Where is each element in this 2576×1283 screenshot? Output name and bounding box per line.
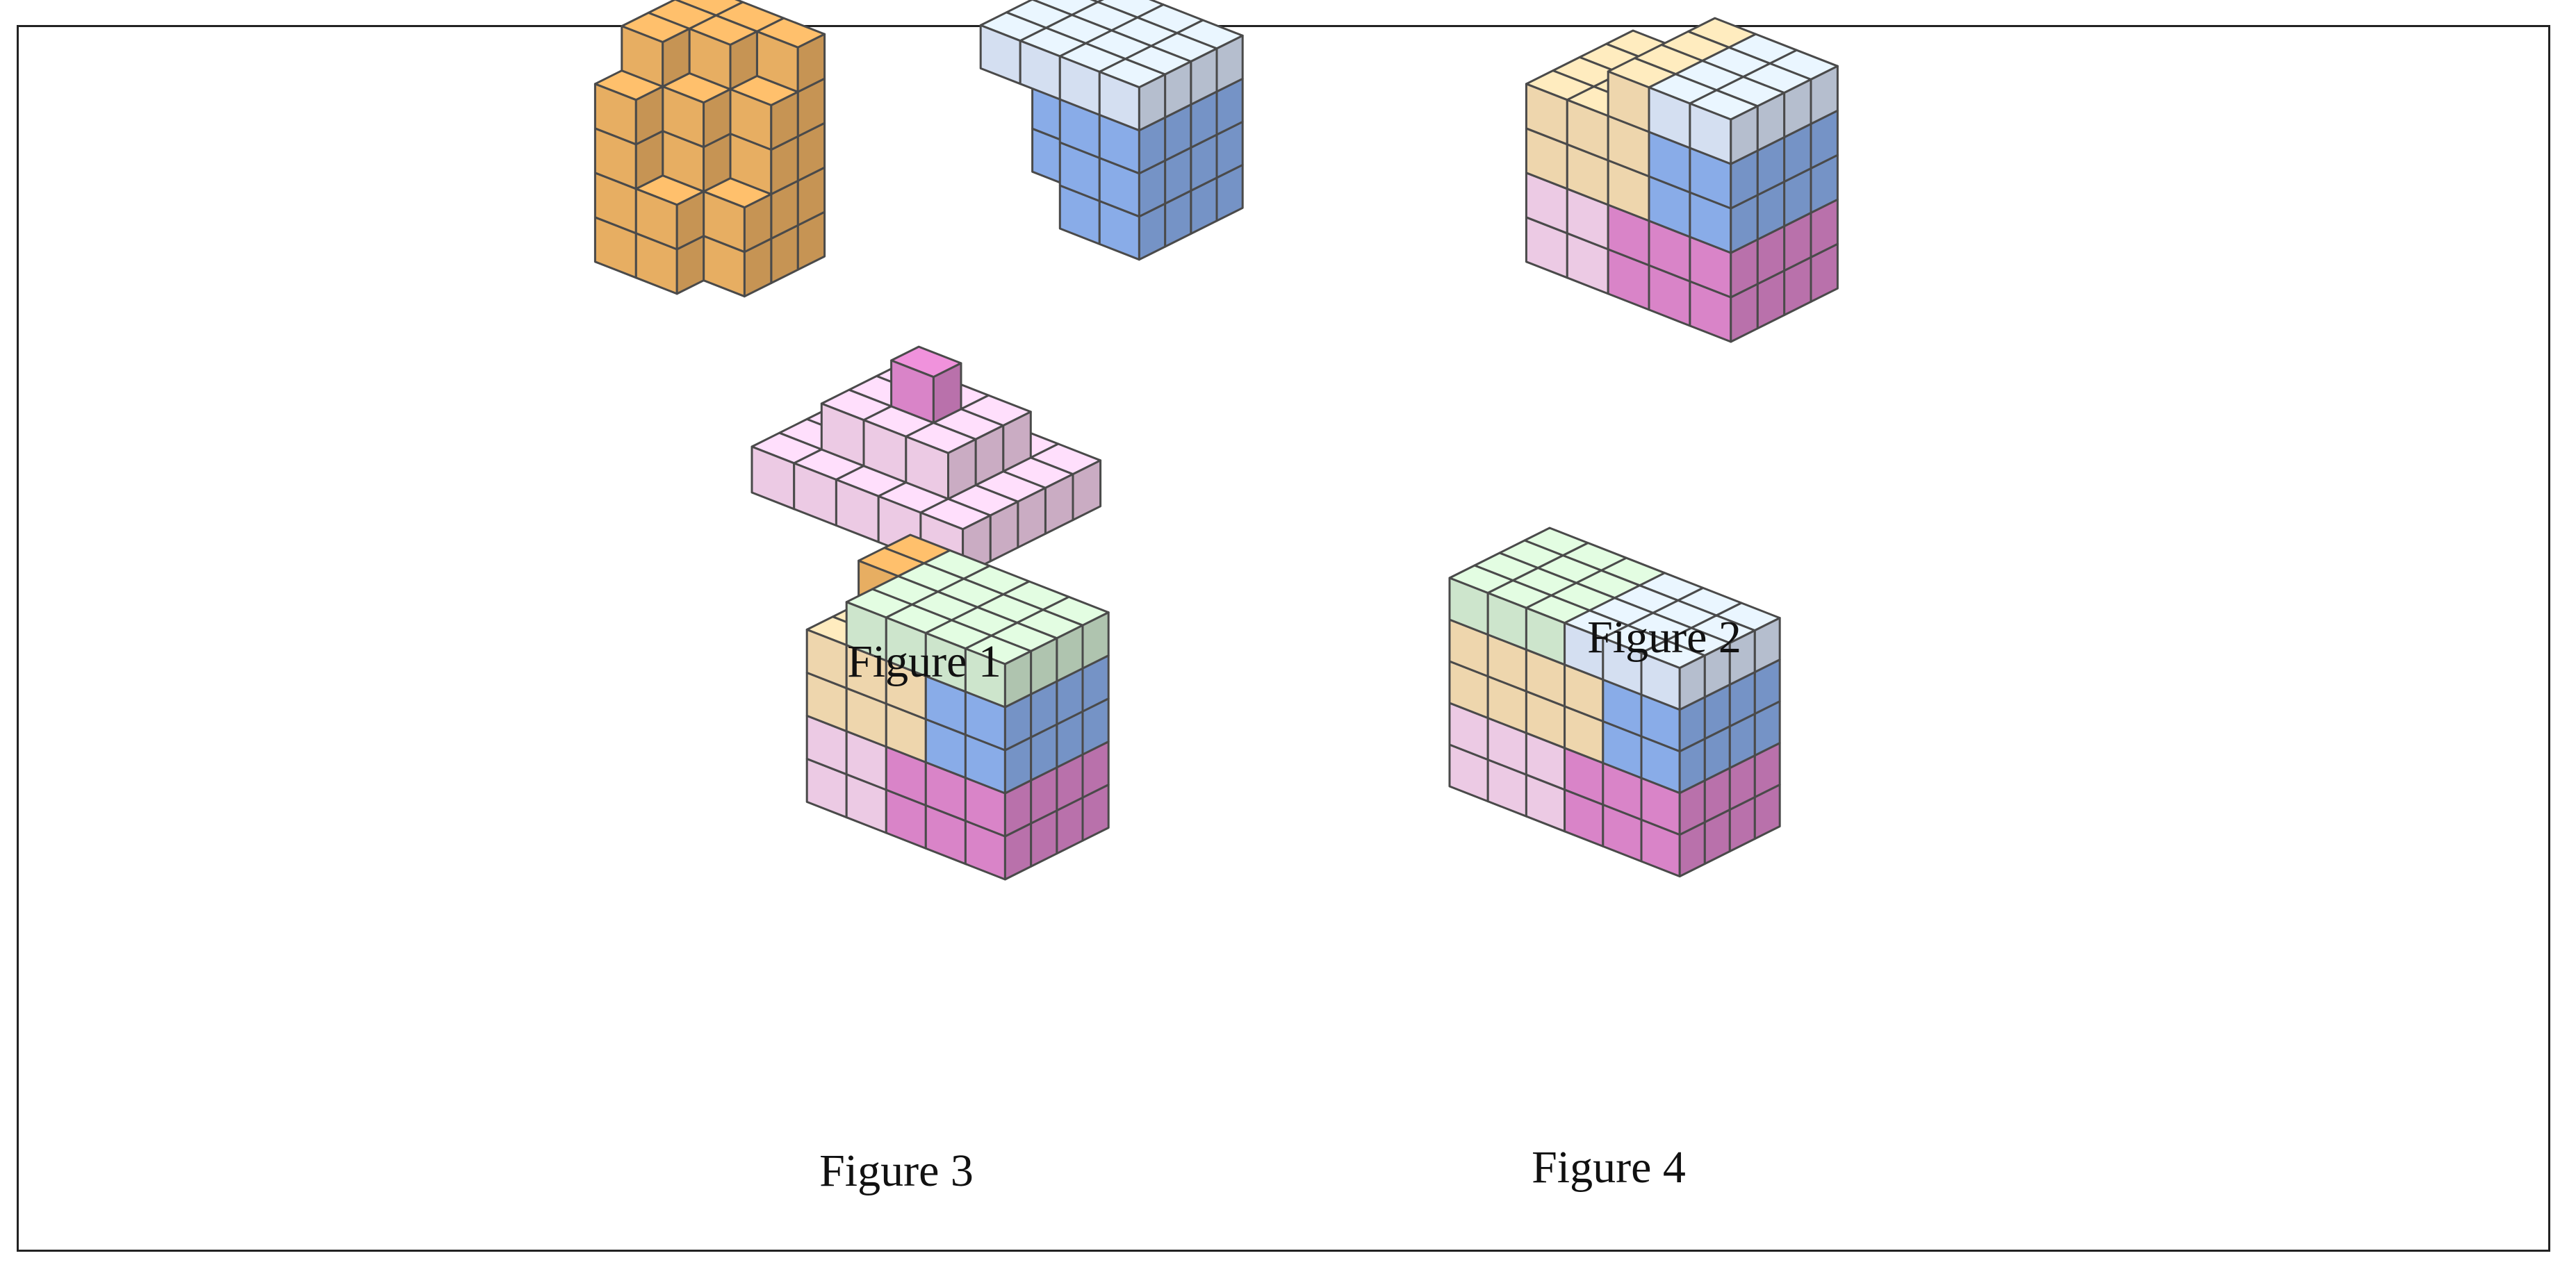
cube-side-face <box>743 193 773 254</box>
figure2-assembly <box>1525 17 1839 343</box>
cube-side-face <box>634 85 664 146</box>
cube-side-face <box>662 27 691 88</box>
figure1-pink-piece <box>750 345 1102 577</box>
figure3-assembly <box>805 533 1110 881</box>
cube-side-face <box>1730 105 1759 165</box>
figure1-blue-piece <box>979 0 1244 261</box>
caption-figure-4: Figure 4 <box>1532 1142 1686 1193</box>
figure4-assembly <box>1448 527 1781 878</box>
caption-figure-3: Figure 3 <box>819 1145 974 1196</box>
cube-side-face <box>947 438 977 500</box>
figure1-orange-piece <box>593 0 826 298</box>
cube-side-face <box>796 33 826 93</box>
cube-side-face <box>1138 73 1167 132</box>
figure-frame <box>17 25 2550 1252</box>
cube-side-face <box>703 88 732 149</box>
cube-side-face <box>675 190 705 251</box>
caption-figure-1: Figure 1 <box>847 636 1001 687</box>
cube-side-face <box>1678 654 1706 711</box>
cube-side-face <box>1003 649 1033 709</box>
caption-figure-2: Figure 2 <box>1587 612 1741 663</box>
cube-side-face <box>729 30 758 90</box>
cube-side-face <box>932 362 962 424</box>
cube-side-face <box>770 90 799 151</box>
